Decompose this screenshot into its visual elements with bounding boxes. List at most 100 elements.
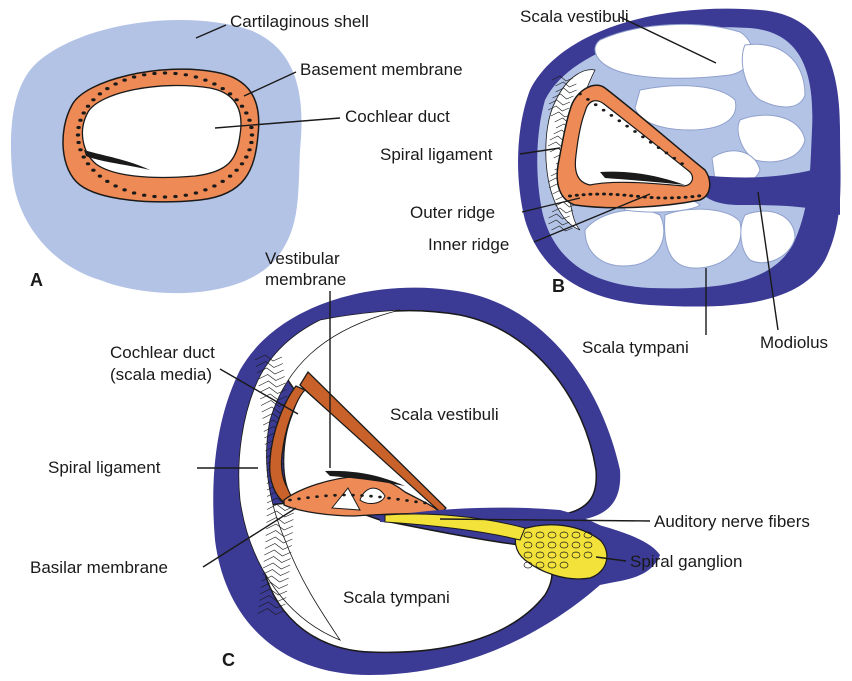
label-a-cartilaginous-shell: Cartilaginous shell xyxy=(230,12,369,31)
cell-nucleus xyxy=(194,191,198,194)
cell-nucleus xyxy=(76,126,80,129)
label-c-spiral-ganglion: Spiral ganglion xyxy=(630,552,742,571)
cell-nucleus xyxy=(91,169,95,172)
cell-nucleus xyxy=(588,193,592,196)
cell-nucleus xyxy=(351,494,355,497)
cell-nucleus xyxy=(288,499,292,502)
cell-nucleus xyxy=(132,75,136,78)
label-c-scala-tympani: Scala tympani xyxy=(343,588,450,607)
cell-nucleus xyxy=(113,82,117,85)
label-c-spiral-ligament: Spiral ligament xyxy=(48,458,161,477)
cell-nucleus xyxy=(221,87,225,90)
cell-nucleus xyxy=(234,169,238,172)
cell-nucleus xyxy=(228,92,232,95)
cell-nucleus xyxy=(184,73,188,76)
cell-nucleus xyxy=(697,194,701,197)
cell-nucleus xyxy=(633,130,637,133)
cell-nucleus xyxy=(618,119,622,122)
label-c-vestibular-membrane-1: Vestibular xyxy=(265,249,340,268)
cell-nucleus xyxy=(250,133,254,136)
cell-nucleus xyxy=(568,195,572,198)
cell-nucleus xyxy=(113,184,117,187)
label-c-auditory-nerve-fibers: Auditory nerve fibers xyxy=(654,512,810,531)
cell-nucleus xyxy=(163,71,167,74)
panel-b-letter: B xyxy=(552,276,565,296)
label-c-vestibular-membrane-2: membrane xyxy=(265,270,346,289)
panel-a-letter: A xyxy=(30,270,43,290)
cell-nucleus xyxy=(86,105,90,108)
cell-nucleus xyxy=(622,194,626,197)
cell-nucleus xyxy=(163,195,167,198)
cell-nucleus xyxy=(122,79,126,82)
cell-nucleus xyxy=(82,111,86,114)
cell-nucleus xyxy=(98,92,102,95)
cell-nucleus xyxy=(122,188,126,191)
cell-nucleus xyxy=(78,148,82,151)
cell-nucleus xyxy=(586,98,590,101)
label-a-basement-membrane: Basement membrane xyxy=(300,60,463,79)
cell-nucleus xyxy=(203,188,207,191)
cell-nucleus xyxy=(684,196,688,199)
cell-nucleus xyxy=(132,191,136,194)
cell-nucleus xyxy=(690,195,694,198)
cell-nucleus xyxy=(405,499,409,502)
cell-nucleus xyxy=(297,497,301,500)
cell-nucleus xyxy=(76,133,80,136)
label-b-inner-ridge: Inner ridge xyxy=(428,235,509,254)
cell-nucleus xyxy=(673,157,677,160)
label-b-outer-ridge: Outer ridge xyxy=(410,203,495,222)
cell-nucleus xyxy=(575,194,579,197)
label-b-modiolus: Modiolus xyxy=(760,333,828,352)
cell-nucleus xyxy=(594,103,598,106)
cell-nucleus xyxy=(244,155,248,158)
label-b-scala-tympani: Scala tympani xyxy=(582,338,689,357)
cell-nucleus xyxy=(677,196,681,199)
panel-a-duct-lumen xyxy=(82,85,241,177)
cell-nucleus xyxy=(387,497,391,500)
cell-nucleus xyxy=(105,180,109,183)
label-c-cochlear-duct-2: (scala media) xyxy=(110,365,212,384)
cell-nucleus xyxy=(98,175,102,178)
cell-nucleus xyxy=(142,194,146,197)
cell-nucleus xyxy=(616,193,620,196)
cell-nucleus xyxy=(228,175,232,178)
label-c-scala-vestibuli: Scala vestibuli xyxy=(390,405,499,424)
cell-nucleus xyxy=(247,119,251,122)
panel-c: C Vestibular membrane Cochlear duct (sca… xyxy=(30,249,810,675)
cell-nucleus xyxy=(582,193,586,196)
cell-nucleus xyxy=(82,155,86,158)
cell-nucleus xyxy=(152,72,156,75)
cell-nucleus xyxy=(650,196,654,199)
cell-nucleus xyxy=(315,495,319,498)
cell-nucleus xyxy=(324,494,328,497)
cell-nucleus xyxy=(649,141,653,144)
cell-nucleus xyxy=(625,125,629,128)
cell-nucleus xyxy=(184,194,188,197)
cell-nucleus xyxy=(636,195,640,198)
label-a-cochlear-duct: Cochlear duct xyxy=(345,107,450,126)
cell-nucleus xyxy=(680,162,684,165)
cell-nucleus xyxy=(212,82,216,85)
cell-nucleus xyxy=(105,87,109,90)
label-c-basilar-membrane: Basilar membrane xyxy=(30,558,168,577)
label-c-cochlear-duct-1: Cochlear duct xyxy=(110,343,215,362)
cell-nucleus xyxy=(244,111,248,114)
cell-nucleus xyxy=(629,194,633,197)
cell-nucleus xyxy=(203,79,207,82)
cell-nucleus xyxy=(86,162,90,165)
cell-nucleus xyxy=(657,146,661,149)
cell-nucleus xyxy=(414,500,418,503)
cell-nucleus xyxy=(609,193,613,196)
cell-nucleus xyxy=(656,196,660,199)
cell-nucleus xyxy=(78,119,82,122)
cell-nucleus xyxy=(221,180,225,183)
label-b-scala-vestibuli: Scala vestibuli xyxy=(520,7,629,26)
cell-nucleus xyxy=(173,195,177,198)
cell-nucleus xyxy=(670,196,674,199)
cell-nucleus xyxy=(194,75,198,78)
cell-nucleus xyxy=(396,498,400,501)
cell-nucleus xyxy=(234,98,238,101)
cell-nucleus xyxy=(641,136,645,139)
cell-nucleus xyxy=(91,98,95,101)
